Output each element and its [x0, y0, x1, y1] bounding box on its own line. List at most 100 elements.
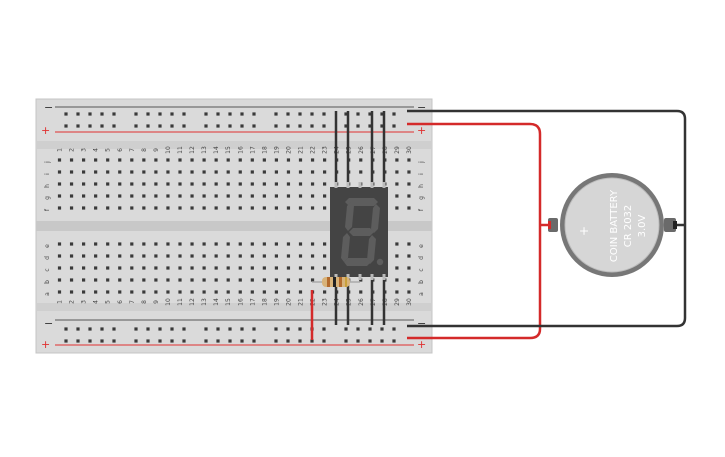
terminal-hole[interactable]	[323, 170, 327, 174]
terminal-hole[interactable]	[286, 206, 291, 210]
rail-hole[interactable]	[298, 124, 302, 128]
terminal-hole[interactable]	[82, 278, 86, 282]
terminal-hole[interactable]	[202, 254, 206, 258]
terminal-hole[interactable]	[106, 194, 110, 198]
terminal-hole[interactable]	[154, 278, 158, 282]
terminal-hole[interactable]	[130, 158, 134, 162]
rail-hole[interactable]	[344, 112, 348, 116]
rail-hole[interactable]	[368, 124, 372, 128]
rail-hole[interactable]	[182, 327, 186, 331]
terminal-hole[interactable]	[407, 242, 411, 246]
terminal-hole[interactable]	[286, 242, 291, 246]
terminal-hole[interactable]	[130, 206, 134, 210]
rail-hole[interactable]	[170, 339, 174, 343]
terminal-hole[interactable]	[274, 290, 278, 294]
rail-hole[interactable]	[216, 112, 220, 116]
terminal-hole[interactable]	[94, 254, 98, 258]
terminal-hole[interactable]	[178, 242, 182, 246]
terminal-hole[interactable]	[238, 254, 242, 258]
wire-black-negative[interactable]	[407, 109, 687, 328]
rail-hole[interactable]	[158, 339, 162, 343]
rail-hole[interactable]	[146, 112, 150, 116]
rail-hole[interactable]	[356, 124, 360, 128]
terminal-hole[interactable]	[238, 278, 242, 282]
display-pin[interactable]	[370, 274, 374, 280]
terminal-hole[interactable]	[57, 278, 62, 282]
rail-hole[interactable]	[76, 124, 80, 128]
terminal-hole[interactable]	[250, 182, 254, 186]
terminal-hole[interactable]	[190, 206, 194, 210]
terminal-hole[interactable]	[106, 158, 110, 162]
rail-hole[interactable]	[252, 327, 256, 331]
terminal-hole[interactable]	[323, 254, 327, 258]
display-pin[interactable]	[346, 182, 350, 188]
terminal-hole[interactable]	[274, 266, 278, 270]
terminal-hole[interactable]	[166, 194, 170, 198]
rail-hole[interactable]	[134, 124, 138, 128]
terminal-hole[interactable]	[310, 194, 315, 198]
terminal-hole[interactable]	[154, 194, 158, 198]
terminal-hole[interactable]	[250, 206, 254, 210]
terminal-hole[interactable]	[106, 242, 110, 246]
terminal-hole[interactable]	[323, 182, 327, 186]
terminal-hole[interactable]	[202, 158, 206, 162]
terminal-hole[interactable]	[94, 194, 98, 198]
terminal-hole[interactable]	[250, 266, 254, 270]
terminal-hole[interactable]	[178, 170, 182, 174]
terminal-hole[interactable]	[202, 290, 206, 294]
terminal-hole[interactable]	[310, 158, 315, 162]
terminal-hole[interactable]	[226, 158, 230, 162]
terminal-hole[interactable]	[118, 182, 122, 186]
rail-hole[interactable]	[170, 112, 174, 116]
terminal-hole[interactable]	[130, 242, 134, 246]
terminal-hole[interactable]	[238, 182, 242, 186]
terminal-hole[interactable]	[166, 266, 170, 270]
terminal-hole[interactable]	[106, 290, 110, 294]
rail-hole[interactable]	[368, 327, 372, 331]
coin-battery[interactable]: + COIN BATTERY CR 2032 3.0V	[548, 173, 677, 277]
terminal-hole[interactable]	[274, 278, 278, 282]
terminal-hole[interactable]	[118, 266, 122, 270]
terminal-hole[interactable]	[166, 158, 170, 162]
terminal-hole[interactable]	[262, 206, 266, 210]
rail-hole[interactable]	[322, 339, 326, 343]
rail-hole[interactable]	[392, 112, 396, 116]
terminal-hole[interactable]	[262, 254, 266, 258]
terminal-hole[interactable]	[118, 194, 122, 198]
terminal-hole[interactable]	[298, 278, 303, 282]
terminal-hole[interactable]	[214, 206, 218, 210]
terminal-hole[interactable]	[190, 266, 194, 270]
terminal-hole[interactable]	[69, 182, 74, 186]
terminal-hole[interactable]	[118, 170, 122, 174]
terminal-hole[interactable]	[214, 170, 218, 174]
rail-hole[interactable]	[322, 124, 326, 128]
rail-hole[interactable]	[158, 124, 162, 128]
terminal-hole[interactable]	[166, 278, 170, 282]
rail-hole[interactable]	[286, 327, 290, 331]
terminal-hole[interactable]	[214, 254, 218, 258]
terminal-hole[interactable]	[298, 170, 303, 174]
terminal-hole[interactable]	[359, 158, 363, 162]
terminal-hole[interactable]	[214, 242, 218, 246]
terminal-hole[interactable]	[178, 194, 182, 198]
terminal-hole[interactable]	[130, 182, 134, 186]
terminal-hole[interactable]	[82, 254, 86, 258]
terminal-hole[interactable]	[310, 242, 315, 246]
terminal-hole[interactable]	[69, 158, 74, 162]
terminal-hole[interactable]	[274, 254, 278, 258]
terminal-hole[interactable]	[154, 182, 158, 186]
terminal-hole[interactable]	[298, 290, 303, 294]
terminal-hole[interactable]	[395, 170, 399, 174]
terminal-hole[interactable]	[262, 182, 266, 186]
rail-hole[interactable]	[88, 124, 92, 128]
rail-hole[interactable]	[182, 124, 186, 128]
terminal-hole[interactable]	[407, 194, 411, 198]
terminal-hole[interactable]	[250, 158, 254, 162]
rail-hole[interactable]	[182, 339, 186, 343]
terminal-hole[interactable]	[238, 290, 242, 294]
terminal-hole[interactable]	[262, 266, 266, 270]
terminal-hole[interactable]	[274, 182, 278, 186]
terminal-hole[interactable]	[94, 266, 98, 270]
resistor[interactable]	[312, 277, 360, 287]
terminal-hole[interactable]	[238, 206, 242, 210]
